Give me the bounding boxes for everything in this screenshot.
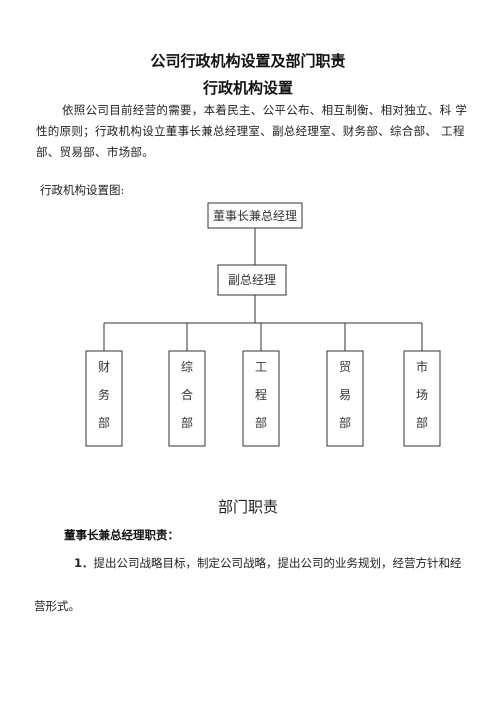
department-label-char: 务 xyxy=(98,387,110,402)
department-label-char: 综 xyxy=(181,360,193,374)
duty-item-text: 提出公司战略目标，制定公司战略，提出公司的业务规划，经营方针和经 xyxy=(93,556,462,570)
ceo-duties-heading: 董事长兼总经理职责： xyxy=(64,528,179,542)
department-label-char: 部 xyxy=(255,415,267,430)
department-box xyxy=(403,350,441,447)
department-box xyxy=(85,350,123,447)
department-label-char: 部 xyxy=(181,415,193,430)
department-label-char: 合 xyxy=(181,387,193,402)
department-label-char: 易 xyxy=(339,388,351,402)
section-heading: 行政机构设置 xyxy=(202,79,293,97)
department-label-char: 部 xyxy=(416,415,428,430)
department-label-char: 部 xyxy=(98,415,110,430)
department-box xyxy=(326,350,364,447)
department-box xyxy=(242,350,280,447)
duty-item-1: 1．提出公司战略目标，制定公司战略，提出公司的业务规划，经营方针和经 xyxy=(74,555,474,571)
department-label-char: 市 xyxy=(416,359,428,374)
department-label-char: 贸 xyxy=(339,360,351,374)
department-label-char: 场 xyxy=(416,388,428,402)
intro-paragraph: 依照公司目前经营的需要，本着民主、公平公布、相互制衡、相对独立、科 学性的原则；… xyxy=(36,103,468,159)
chart-caption: 行政机构设置图: xyxy=(40,183,125,197)
document-title: 公司行政机构设置及部门职责 xyxy=(150,52,346,70)
department-box xyxy=(168,350,206,447)
department-label-char: 部 xyxy=(339,415,351,430)
duties-title: 部门职责 xyxy=(217,498,278,516)
duty-item-continuation: 营形式。 xyxy=(34,599,80,613)
department-label-char: 财 xyxy=(98,360,110,374)
vp-label: 副总经理 xyxy=(228,273,276,287)
vp-box xyxy=(217,264,287,296)
ceo-label: 董事长兼总经理 xyxy=(213,209,297,223)
duty-item-number: 1． xyxy=(74,556,94,570)
department-label-char: 工 xyxy=(255,360,267,374)
department-label-char: 程 xyxy=(255,387,267,402)
